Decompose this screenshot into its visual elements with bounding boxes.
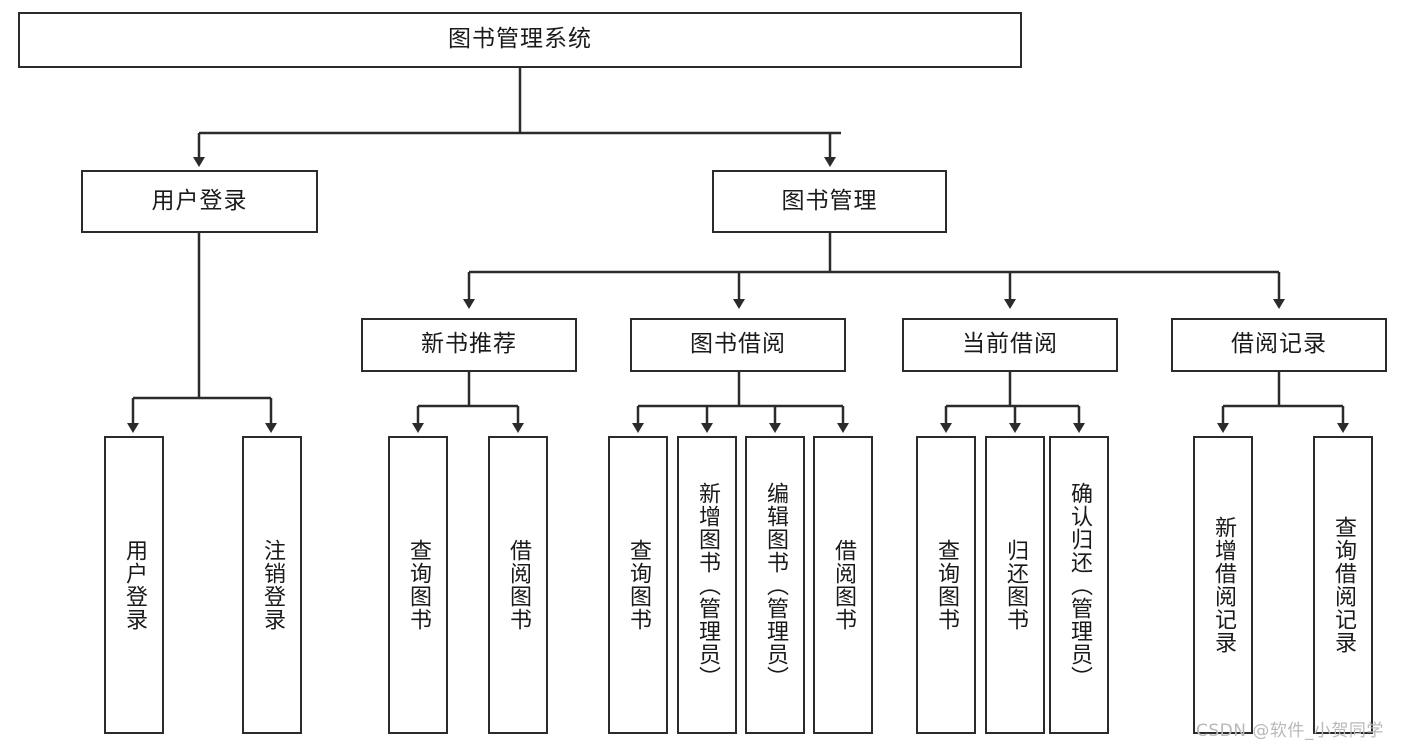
node-label: 编辑图书（管理员） (762, 481, 788, 689)
node-label: 新增借阅记录 (1210, 516, 1236, 654)
node-label: 归还图书 (1002, 539, 1028, 631)
node-label: 图书管理系统 (448, 26, 592, 53)
node-borrow-record[interactable]: 借阅记录 (1171, 318, 1387, 372)
node-label: 查询图书 (405, 539, 431, 631)
node-current-borrow[interactable]: 当前借阅 (902, 318, 1118, 372)
leaf-borrow-record-query[interactable]: 查询借阅记录 (1313, 436, 1373, 734)
leaf-user-login-logout[interactable]: 注销登录 (242, 436, 302, 734)
leaf-current-borrow-confirm-return[interactable]: 确认归还（管理员） (1049, 436, 1109, 734)
node-label: 新增图书（管理员） (694, 481, 720, 689)
leaf-current-borrow-return[interactable]: 归还图书 (985, 436, 1045, 734)
node-book-borrow[interactable]: 图书借阅 (630, 318, 846, 372)
leaf-book-borrow-query[interactable]: 查询图书 (608, 436, 668, 734)
leaf-new-book-query[interactable]: 查询图书 (388, 436, 448, 734)
node-label: 用户登录 (151, 187, 248, 214)
node-label: 查询借阅记录 (1330, 516, 1356, 654)
node-label: 借阅记录 (1231, 331, 1327, 358)
node-label: 查询图书 (933, 539, 959, 631)
leaf-book-borrow-edit[interactable]: 编辑图书（管理员） (745, 436, 805, 734)
node-label: 注销登录 (259, 539, 285, 631)
node-label: 借阅图书 (505, 539, 531, 631)
leaf-borrow-record-add[interactable]: 新增借阅记录 (1193, 436, 1253, 734)
node-label: 用户登录 (121, 539, 147, 631)
node-label: 确认归还（管理员） (1066, 481, 1092, 689)
node-label: 当前借阅 (962, 331, 1058, 358)
leaf-book-borrow-add[interactable]: 新增图书（管理员） (677, 436, 737, 734)
node-book-management[interactable]: 图书管理 (712, 170, 947, 233)
leaf-new-book-borrow[interactable]: 借阅图书 (488, 436, 548, 734)
node-label: 借阅图书 (830, 539, 856, 631)
node-label: 图书借阅 (690, 331, 786, 358)
node-label: 新书推荐 (421, 331, 517, 358)
node-label: 图书管理 (781, 187, 878, 214)
leaf-user-login-login[interactable]: 用户登录 (104, 436, 164, 734)
leaf-book-borrow-borrow[interactable]: 借阅图书 (813, 436, 873, 734)
node-root-library-management-system[interactable]: 图书管理系统 (18, 12, 1022, 68)
node-label: 查询图书 (625, 539, 651, 631)
node-user-login[interactable]: 用户登录 (81, 170, 318, 233)
leaf-current-borrow-query[interactable]: 查询图书 (916, 436, 976, 734)
node-new-book-recommend[interactable]: 新书推荐 (361, 318, 577, 372)
